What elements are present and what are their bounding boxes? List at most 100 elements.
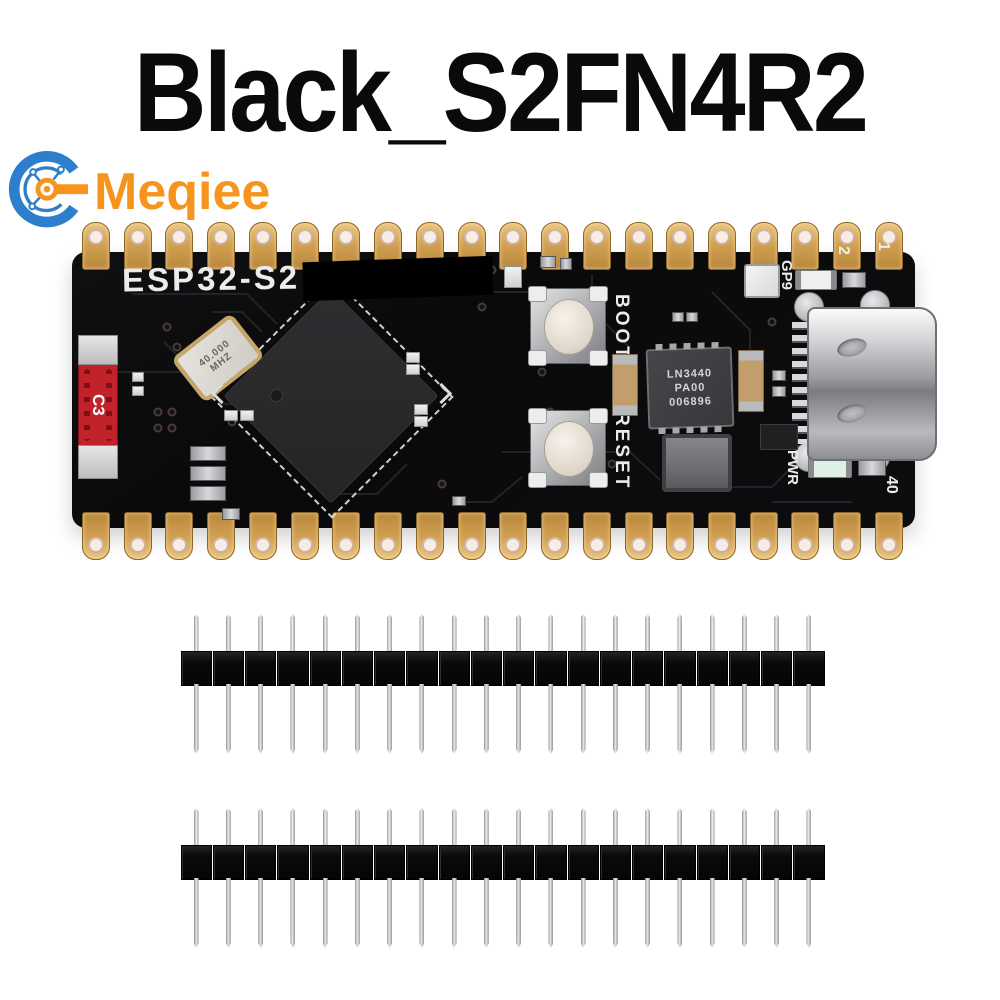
header-housing-segment xyxy=(212,845,244,880)
header-housing-segment xyxy=(761,845,793,880)
header-housing-segment xyxy=(599,651,631,686)
castellated-pin xyxy=(290,512,319,560)
pin-hole xyxy=(380,537,397,553)
smd-part xyxy=(672,312,684,322)
pin-hole xyxy=(505,229,522,245)
castellated-pin xyxy=(833,222,862,270)
switch-pad xyxy=(528,472,547,488)
header-pin-top xyxy=(806,808,812,847)
header-pin-unit xyxy=(632,806,664,956)
header-pin-unit xyxy=(212,612,244,762)
header-pin-bottom xyxy=(580,878,586,948)
pin-hole xyxy=(463,229,480,245)
pin-hole xyxy=(463,537,480,553)
switch-pad xyxy=(528,350,547,366)
header-housing-segment xyxy=(535,845,567,880)
reset-label: RESET xyxy=(611,412,632,491)
regulator-ic: LN3440 PA00 006896 xyxy=(645,341,735,435)
resistor xyxy=(190,446,226,461)
header-pin-bottom xyxy=(419,684,425,754)
gp9-led xyxy=(744,264,780,298)
smd-part xyxy=(240,410,254,421)
header-housing-segment xyxy=(696,845,728,880)
pin-hole xyxy=(171,537,188,553)
header-pin-bottom xyxy=(483,684,489,754)
header-pin-unit xyxy=(245,612,277,762)
header-pin-bottom xyxy=(451,684,457,754)
header-housing-segment xyxy=(212,651,244,686)
header-pin-unit xyxy=(567,612,599,762)
smd-part xyxy=(406,352,420,363)
header-pin-bottom xyxy=(677,878,683,948)
header-pin-top xyxy=(354,808,360,847)
header-housing-segment xyxy=(761,651,793,686)
header-pin-top xyxy=(322,808,328,847)
header-housing-segment xyxy=(664,651,696,686)
header-pin-bottom xyxy=(451,878,457,948)
castellated-pin xyxy=(499,222,528,270)
header-pin-top xyxy=(290,614,296,653)
smd-part xyxy=(772,370,786,381)
header-pin-unit xyxy=(567,806,599,956)
castellated-pin xyxy=(749,222,778,270)
redaction-bar xyxy=(302,255,494,302)
component-cap xyxy=(78,445,118,479)
header-housing-segment xyxy=(470,651,502,686)
switch-pad xyxy=(589,472,608,488)
ic-pins xyxy=(655,341,722,351)
smd-part xyxy=(414,416,428,427)
castellated-pin xyxy=(248,512,277,560)
header-pin-unit xyxy=(664,806,696,956)
header-pin-bottom xyxy=(290,878,296,948)
header-pin-unit xyxy=(374,612,406,762)
pin2-label: 2 xyxy=(835,246,852,255)
header-pin-bottom xyxy=(806,878,812,948)
pwr-label: PWR xyxy=(784,450,801,485)
header-pin-top xyxy=(774,614,780,653)
header-pin-bottom xyxy=(258,878,264,948)
header-pin-unit xyxy=(793,612,825,762)
pin-hole xyxy=(171,229,188,245)
switch-pad xyxy=(589,408,608,424)
smd-part xyxy=(560,258,572,270)
pin-hole xyxy=(672,537,689,553)
capacitor xyxy=(738,350,764,412)
header-pin-unit xyxy=(728,806,760,956)
pin-hole xyxy=(338,229,355,245)
pin-hole xyxy=(254,229,271,245)
header-pin-bottom xyxy=(612,684,618,754)
header-pin-unit xyxy=(180,806,212,956)
header-housing-segment xyxy=(696,651,728,686)
header-pin-unit xyxy=(535,612,567,762)
pin-hole xyxy=(129,229,146,245)
pin-hole xyxy=(296,229,313,245)
header-pin-top xyxy=(258,614,264,653)
smd-part xyxy=(772,386,786,397)
castellated-pin xyxy=(332,512,361,560)
castellated-pin xyxy=(833,512,862,560)
pin-hole xyxy=(421,537,438,553)
pin-hole xyxy=(254,537,271,553)
pin-hole xyxy=(797,229,814,245)
pin-header-strip-1 xyxy=(180,612,825,762)
header-housing-segment xyxy=(503,845,535,880)
smd-part xyxy=(224,410,238,421)
usb-dimple xyxy=(835,401,869,426)
header-pin-top xyxy=(677,614,683,653)
castellated-pin xyxy=(624,222,653,270)
header-pin-bottom xyxy=(709,878,715,948)
header-pin-bottom xyxy=(741,684,747,754)
component-body: C3 xyxy=(78,365,118,445)
header-pin-top xyxy=(225,808,231,847)
header-pin-unit xyxy=(309,806,341,956)
brand-name: Meqiee xyxy=(94,163,271,221)
castellated-pin xyxy=(374,512,403,560)
castellated-pin xyxy=(123,512,152,560)
switch-pad xyxy=(589,350,608,366)
header-pin-bottom xyxy=(516,878,522,948)
header-pin-unit xyxy=(793,806,825,956)
header-pin-top xyxy=(580,808,586,847)
switch-pad xyxy=(589,286,608,302)
pin-hole xyxy=(547,229,564,245)
header-pin-unit xyxy=(696,806,728,956)
